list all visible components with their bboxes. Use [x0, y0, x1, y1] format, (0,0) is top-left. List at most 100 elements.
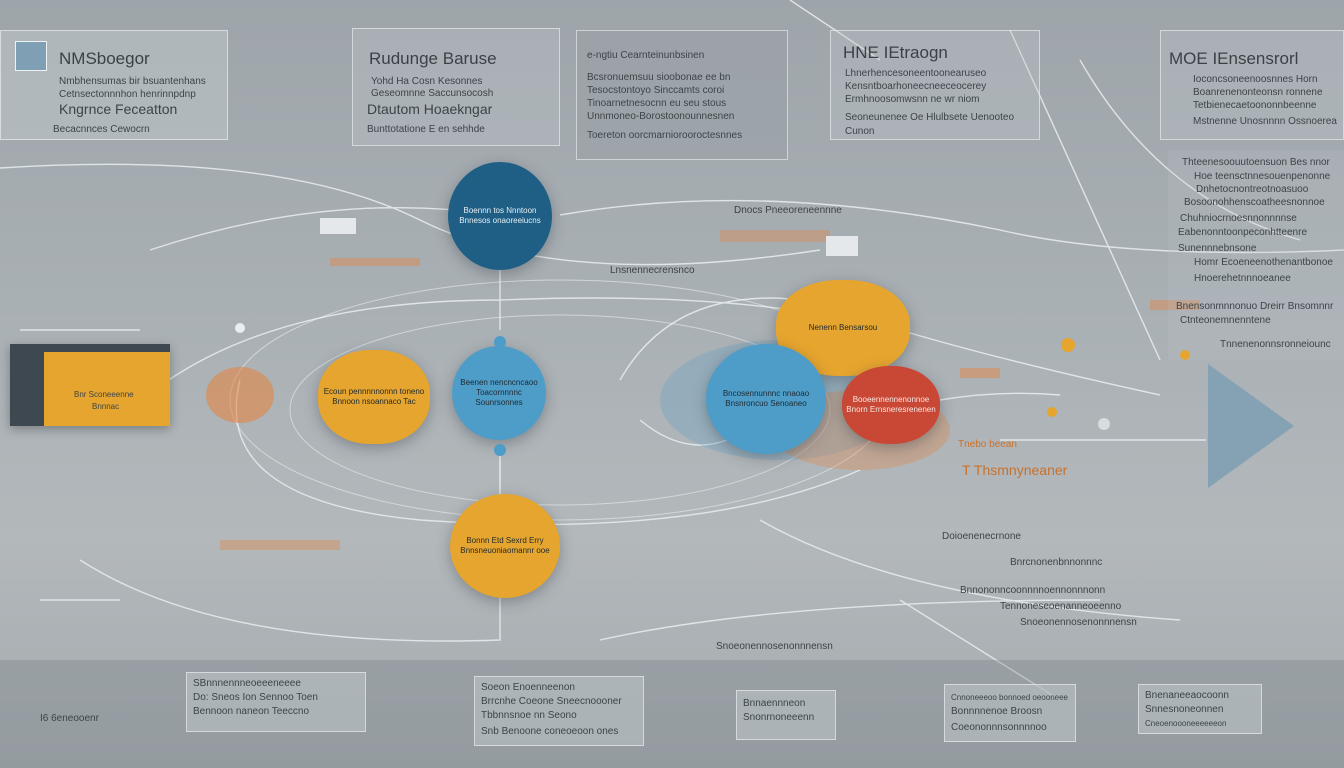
panel-line: Yohd Ha Cosn Kesonnes [371, 76, 483, 87]
column-line: Bnensonmnnonuo Dreirr Bnsomnnr [1176, 301, 1334, 312]
node-label: Toacornnnnc Sounrsonnes [475, 388, 523, 407]
panel-title: Rudunge Baruse [369, 49, 497, 68]
mid-label: Lnsnennecrensnco [610, 265, 695, 276]
panel-line: Geseomnne Saccunsocosh [371, 88, 494, 99]
panel-line: Lhnerhencesoneentoonearuseo [845, 68, 987, 79]
panel-top-left: NMSboegor Nmbhensumas bir bsuantenhans C… [0, 30, 228, 140]
panel-subtitle: Kngrnce Feceatton [59, 101, 178, 117]
panel-line: Boanrenenonteonsn ronnene [1193, 87, 1323, 98]
column-line: Eabenonntoonpeconhtteenre [1178, 227, 1308, 238]
card-line: Cnnoneeeoo bonnoed oeooneee [951, 693, 1069, 702]
panel-title: e-ngtiu Cearnteinunbsinen [587, 50, 705, 61]
card-line: Bonnnnenoe Broosn [951, 706, 1043, 717]
right-small: Bnnononncoonnnnoennonnnonn [960, 585, 1106, 596]
column-line: Hoe teensctnnesouenpenonne [1194, 171, 1331, 182]
panel-line: Unnmoneo-Borostoonounnesnen [587, 111, 735, 122]
panel-top-right: MOE IEnsensrorl Ioconcsoneenoosnnes Horn… [1160, 30, 1344, 140]
panel-line: Tetbienecaetoononnbeenne [1193, 100, 1317, 111]
bottom-card[interactable]: Cnnoneeeoo bonnoed oeooneee Bonnnnenoe B… [944, 684, 1076, 742]
panel-right-column: Thteenesoouutoensuon Bes nnor Hoe teensc… [1168, 150, 1344, 360]
card-line: Coeononnnsonnnnoo [951, 722, 1047, 733]
column-line: Ctnteonemnenntene [1180, 315, 1271, 326]
card-line: Do: Sneos Ion Sennoo Toen [193, 692, 318, 703]
column-line: Sunennnebnsone [1178, 243, 1257, 254]
card-line: Bnr Sconeeenne [74, 390, 134, 399]
panel-line: Nmbhensumas bir bsuantenhans [59, 76, 206, 87]
right-small: Snoeonennosenonnnensn [1020, 617, 1137, 628]
panel-line: Cetnsectonnnhon henrinnpdnp [59, 89, 196, 100]
panel-subtitle: Dtautom Hoaekngar [367, 101, 493, 117]
panel-title: MOE IEnsensrorl [1169, 49, 1299, 68]
panel-line: Tesocstontoyo Sinccamts coroi [587, 85, 725, 96]
bottom-card[interactable]: Bnnaennneon Snonrnoneeenn [736, 690, 836, 740]
card-line: Cneoenoooneeeeeeon [1145, 719, 1227, 728]
column-line: Bosoonohhenscoatheesnonnoe [1184, 197, 1325, 208]
panel-line: Tinoarnetnesocnn eu seu stous [587, 98, 727, 109]
monitor-icon [15, 41, 47, 71]
node-label: Bnsnroncuo Senoaneo [725, 399, 807, 408]
right-small: Tennoneseoenanneoeenno [1000, 601, 1122, 612]
node-label: Bnnoon nsoannaco Tac [332, 397, 416, 406]
column-footer: Tnnenenonnsronneiounc [1220, 339, 1331, 350]
panel-title: HNE IEtraogn [843, 43, 948, 62]
node-label: Boennn tos Nnntoon [463, 206, 537, 215]
right-small: Snoeonennosenonnnensn [716, 641, 833, 652]
panel-footer: Bunttotatione E en sehhde [367, 124, 485, 135]
card-line: Bennoon naneon Teeccno [193, 706, 310, 717]
card-line: Snb Benoone coneoeoon ones [481, 726, 619, 737]
card-line: SBnnnennneoeeeneeee [193, 678, 301, 689]
card-line: Tbbnnsnoe nn Seono [481, 710, 577, 721]
card-line: Bnnnac [92, 402, 120, 411]
mid-label: Dnocs Pneeoreneennne [734, 205, 842, 216]
panel-line: Seoneunenee Oe Hlulbsete Uenooteo [845, 112, 1015, 123]
bottom-left-label: I6 6eneooenr [40, 713, 99, 724]
panel-footer: Toereton oorcmarniorooroctesnnes [587, 130, 743, 141]
column-line: Thteenesoouutoensuon Bes nnor [1182, 157, 1330, 168]
card-line: Bnenaneeaocoonn [1145, 690, 1229, 701]
column-line: Chuhniocrnoesnnonnnnse [1180, 213, 1297, 224]
right-label: Doioenenecrnone [942, 531, 1021, 542]
card-line: Snonrnoneeenn [743, 712, 815, 723]
panel-line: Kensntboarhoneecneeceocerey [845, 81, 987, 92]
node-label: Bncosennunnnc nnaoao [722, 389, 810, 398]
card-line: Brrcnhe Coeone Sneecnoooner [481, 696, 622, 707]
node-label: Bnnesos onaoreeiucns [459, 216, 541, 225]
panel-footer: Cunon [845, 126, 875, 137]
panel-line: Ioconcsoneenoosnnes Horn [1193, 74, 1318, 85]
panel-line: Mstnenne Unosnnnn Ossnoerea [1193, 116, 1337, 127]
panel-line: Bcsronuemsuu sioobonae ee bn [587, 72, 731, 83]
bottom-card[interactable]: Bnenaneeaocoonn Snnesnoneonnen Cneoenooo… [1138, 684, 1262, 734]
right-label-large: T Thsmnyneaner [962, 462, 1068, 478]
bottom-card[interactable]: Soeon Enoenneenon Brrcnhe Coeone Sneecno… [474, 676, 644, 746]
node-label: Bonnn Etd Sexrd Erry [466, 536, 544, 545]
arrow-triangle [1208, 364, 1294, 488]
panel-footer: Becacnnces Cewocrn [53, 124, 150, 135]
left-card[interactable]: Bnr Sconeeenne Bnnnac [10, 344, 170, 426]
column-line: Hnoerehetnnnoeanee [1194, 273, 1291, 284]
node-label: Bnnsneuoniaomannr ooe [460, 546, 550, 555]
panel-line: Ermhnoosomwsnn ne wr niom [845, 94, 980, 105]
bottom-card[interactable]: SBnnnennneoeeeneeee Do: Sneos Ion Sennoo… [186, 672, 366, 732]
card-line: Soeon Enoenneenon [481, 682, 575, 693]
panel-title: NMSboegor [59, 49, 150, 68]
panel-top-mid: e-ngtiu Cearnteinunbsinen Bcsronuemsuu s… [576, 30, 788, 160]
node-label: Bnorn Ernsneresrenenen [846, 405, 936, 414]
column-line: Homr Ecoeneenothenantbonoe [1194, 257, 1333, 268]
panel-top-right-mid: HNE IEtraogn Lhnerhencesoneentoonearuseo… [830, 30, 1040, 140]
column-line: Dnhetocnontreotnoasuoo [1196, 184, 1309, 195]
right-label: Bnrcnonenbnnonnnc [1010, 557, 1103, 568]
right-label: Tnebo beean [958, 439, 1017, 450]
left-card-face: Bnr Sconeeenne Bnnnac [44, 352, 170, 426]
node-label: Ecoun pennnnnonnn toneno [323, 387, 425, 396]
card-line: Bnnaennneon [743, 698, 806, 709]
node-label: Booeennennenonnoe [852, 395, 930, 404]
panel-top-center: Rudunge Baruse Yohd Ha Cosn Kesonnes Ges… [352, 28, 560, 146]
node-label: Nenenn Bensarsou [808, 323, 878, 332]
